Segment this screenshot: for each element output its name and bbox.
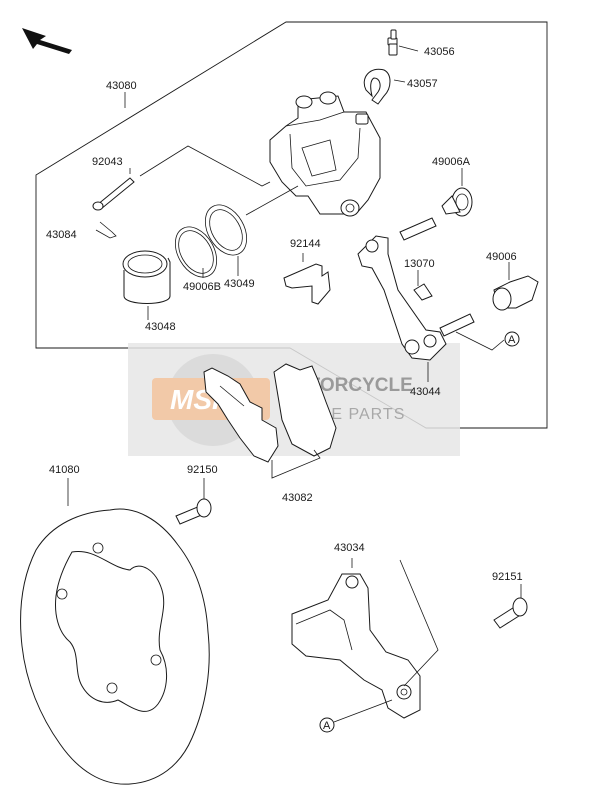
label-49006: 49006 [486,251,517,263]
label-43080: 43080 [106,80,137,92]
piston-seal [174,226,218,278]
bleeder-cap [363,68,406,105]
dust-seal [204,204,248,276]
caliper-bracket [357,217,475,382]
pin [92,168,135,211]
brake-disc [20,508,210,785]
label-43048: 43048 [145,321,176,333]
label-43057: 43057 [407,78,438,90]
label-13070: 13070 [404,258,435,270]
reference-a-bottom-label: A [323,720,331,732]
brake-pads [203,363,337,479]
label-49006b: 49006B [183,281,221,293]
disc-bolt [175,478,212,525]
label-43049: 43049 [224,278,255,290]
caliper-assembly-frame [35,21,548,429]
label-43082: 43082 [282,492,313,504]
label-43034: 43034 [334,542,365,554]
pad-retainer [413,270,433,301]
arrow-up-left-icon [22,28,72,54]
label-92144: 92144 [290,238,321,250]
label-43056: 43056 [424,46,455,58]
mount-bracket [291,558,439,719]
label-92150: 92150 [187,464,218,476]
label-92151: 92151 [492,571,523,583]
bleeder-valve [387,29,419,56]
pad-spring [283,253,331,305]
label-49006a: 49006A [432,156,471,168]
reference-a-bottom: A [319,699,393,733]
mount-bolt [493,584,528,629]
label-41080: 41080 [49,464,80,476]
label-43084: 43084 [46,229,77,241]
caliper-body [269,91,381,217]
slide-pin-boot [441,168,473,217]
reference-a-top: A [455,331,520,351]
label-43044: 43044 [410,386,441,398]
reference-a-top-label: A [508,334,516,346]
slide-pin-boot-2 [492,262,539,311]
piston [122,250,171,320]
label-92043: 92043 [92,156,123,168]
clip [95,221,117,239]
